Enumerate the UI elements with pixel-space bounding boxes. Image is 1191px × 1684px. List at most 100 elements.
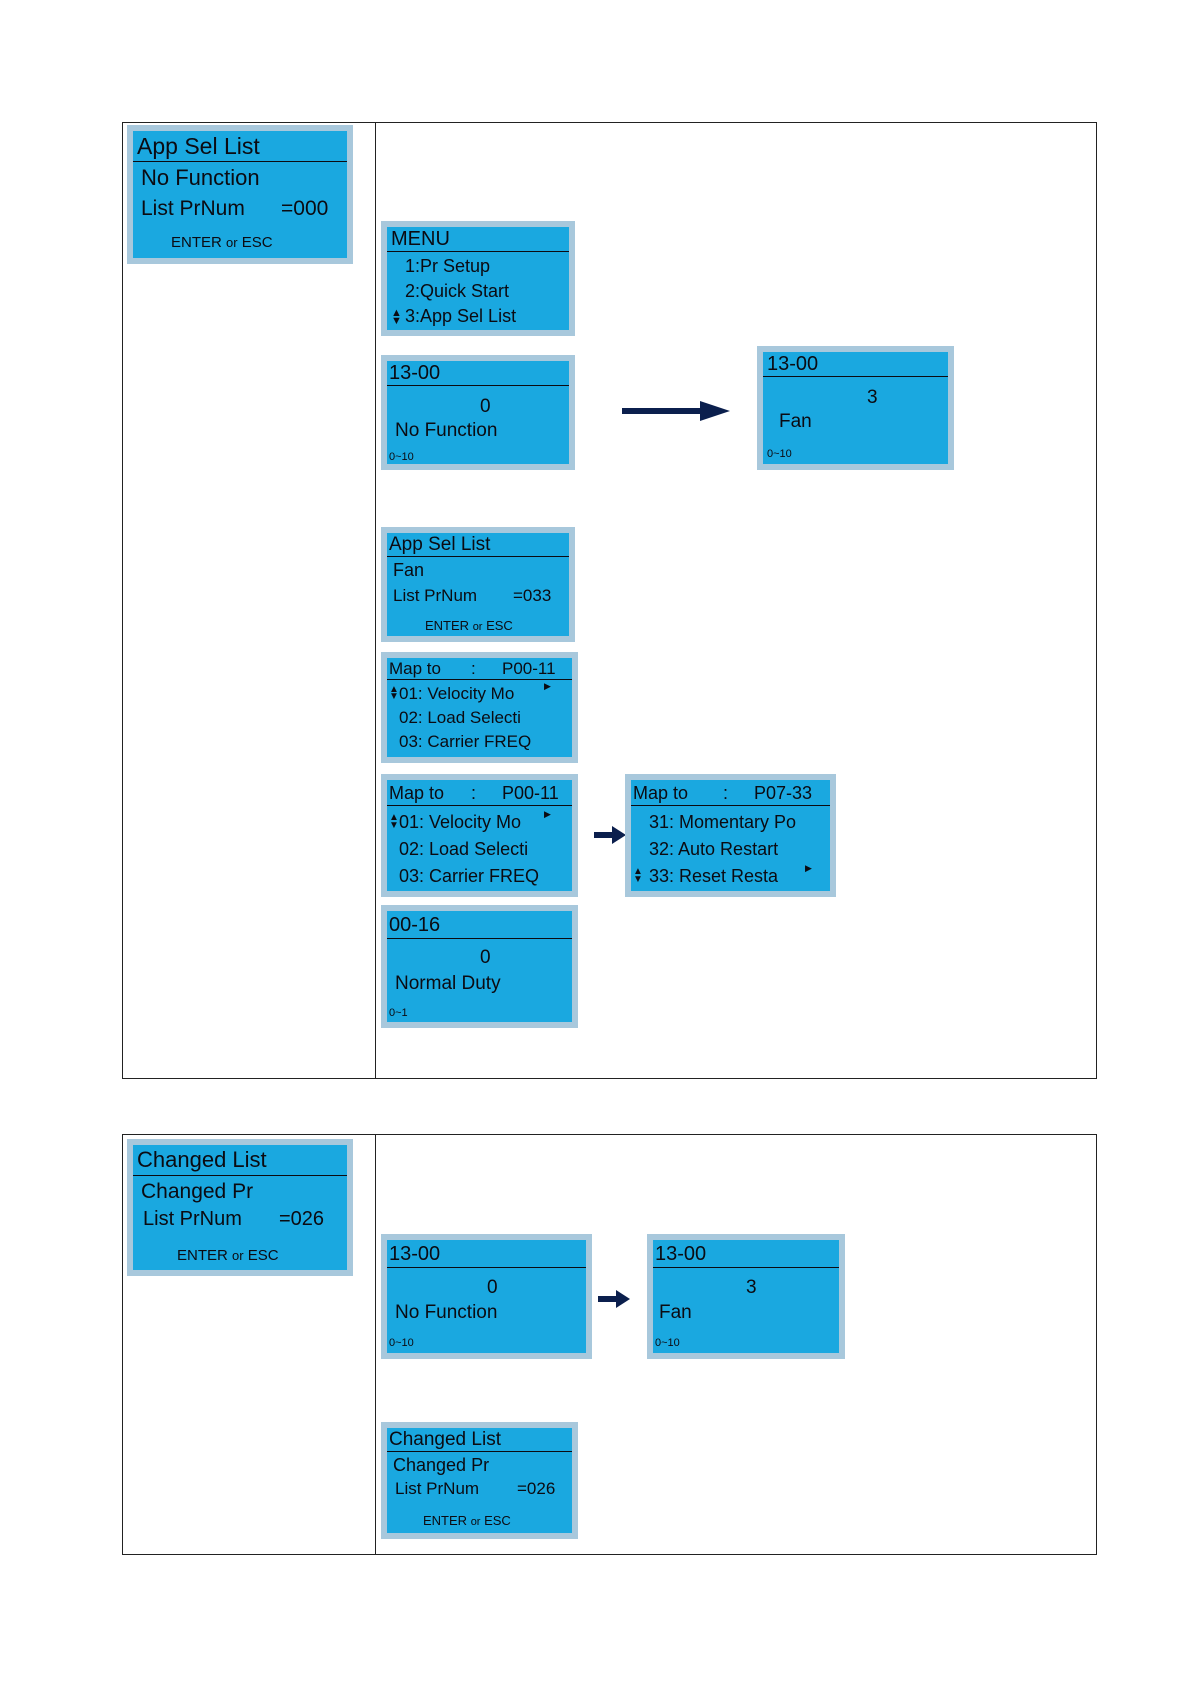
map-param: P07-33: [754, 783, 813, 803]
lcd-footer: ENTER or ESC: [423, 1514, 511, 1528]
lcd-param-00-16: 00-16 0 Normal Duty 0~1: [381, 905, 578, 1028]
param-code: 00-16: [389, 914, 441, 936]
lcd-line2-label: List PrNum: [141, 197, 245, 220]
enter-key-label: ENTER: [423, 1513, 468, 1528]
lcd-menu: MENU 1:Pr Setup 2:Quick Start ▲▼ 3:App S…: [381, 221, 575, 336]
right-triangle-icon: ▶: [544, 681, 551, 691]
lcd-param-13-00-before: 13-00 0 No Function 0~10: [381, 355, 575, 470]
lcd-line2-value: =026: [279, 1208, 325, 1230]
lcd-map-to-p00-11-a: Map to : P00-11 ▲▼ 01: Velocity Mo ▶ 02:…: [381, 652, 578, 763]
param-value: 3: [867, 387, 878, 408]
map-item-3: 03: Carrier FREQ: [399, 732, 532, 751]
column-divider: [375, 123, 376, 1078]
param-value: 0: [487, 1277, 498, 1298]
lcd-screen: 00-16 0 Normal Duty 0~1: [387, 911, 572, 1022]
lcd-line1: Fan: [393, 560, 425, 580]
lcd-screen: 13-00 0 No Function 0~10: [387, 1240, 586, 1353]
map-param: P00-11: [502, 659, 556, 678]
lcd-title: App Sel List: [137, 133, 260, 159]
menu-item-pr-setup: 1:Pr Setup: [405, 256, 491, 276]
lcd-screen: App Sel List Fan List PrNum =033 ENTER o…: [387, 533, 569, 636]
title-underline: [133, 1175, 347, 1176]
right-triangle-icon: ▶: [544, 809, 551, 819]
map-colon: :: [471, 783, 477, 803]
up-down-arrow-icon: ▲▼: [389, 684, 399, 702]
lcd-footer: ENTER or ESC: [177, 1248, 279, 1263]
param-value: 0: [480, 947, 491, 968]
param-text: No Function: [395, 1302, 498, 1323]
title-underline: [133, 161, 347, 162]
title-underline: [387, 385, 569, 386]
title-underline: [387, 556, 569, 557]
lcd-screen: Map to : P07-33 31: Momentary Po 32: Aut…: [631, 780, 830, 891]
title-underline: [387, 1451, 572, 1452]
map-item-3: 03: Carrier FREQ: [399, 866, 540, 886]
lcd-changed-list-start: Changed List Changed Pr List PrNum =026 …: [127, 1139, 353, 1276]
map-item-1: 01: Velocity Mo: [399, 812, 522, 832]
lcd-screen: 13-00 0 No Function 0~10: [387, 361, 569, 464]
lcd-line1: Changed Pr: [141, 1180, 254, 1203]
param-code: 13-00: [389, 362, 441, 384]
map-colon: :: [471, 659, 476, 678]
lcd-param-13-00-after: 13-00 3 Fan 0~10: [757, 346, 954, 470]
enter-key-label: ENTER: [425, 618, 470, 633]
title-underline: [387, 679, 572, 680]
up-down-arrow-icon: ▲▼: [389, 812, 399, 831]
title-underline: [653, 1267, 839, 1268]
map-item-2: 32: Auto Restart: [649, 839, 779, 859]
param-code: 13-00: [767, 353, 819, 375]
esc-key-label: ESC: [247, 1247, 279, 1264]
param-code: 13-00: [389, 1243, 441, 1265]
arrow-right-icon: [594, 826, 626, 844]
map-item-1: 31: Momentary Po: [649, 812, 797, 832]
lcd-footer: ENTER or ESC: [171, 235, 273, 250]
param-text: Normal Duty: [395, 973, 501, 994]
lcd-screen: 13-00 3 Fan 0~10: [763, 352, 948, 464]
lcd-line2-label: List PrNum: [393, 586, 478, 605]
map-item-1: 01: Velocity Mo: [399, 684, 515, 703]
title-underline: [387, 251, 569, 252]
column-divider: [375, 1135, 376, 1554]
or-label: or: [470, 1516, 481, 1528]
param-value: 0: [480, 396, 491, 417]
lcd-screen: Changed List Changed Pr List PrNum =026 …: [133, 1145, 347, 1270]
lcd-line2-label: List PrNum: [395, 1479, 480, 1498]
esc-key-label: ESC: [484, 1513, 511, 1528]
lcd-line2-label: List PrNum: [143, 1208, 242, 1230]
changed-list-table: [122, 1134, 1097, 1555]
lcd-app-sel-list-fan: App Sel List Fan List PrNum =033 ENTER o…: [381, 527, 575, 642]
lcd-map-to-p07-33: Map to : P07-33 31: Momentary Po 32: Aut…: [625, 774, 836, 897]
map-colon: :: [723, 783, 729, 803]
up-down-arrow-icon: ▲▼: [633, 866, 643, 885]
param-code: 13-00: [655, 1243, 707, 1265]
param-range: 0~10: [655, 1337, 680, 1349]
map-label: Map to: [633, 783, 689, 803]
menu-item-app-sel-list: 3:App Sel List: [405, 306, 517, 326]
arrow-right-icon: [622, 401, 730, 421]
esc-key-label: ESC: [241, 234, 273, 251]
lcd-title: Changed List: [137, 1147, 267, 1172]
up-down-arrow-icon: ▲▼: [391, 307, 402, 327]
lcd-line2-value: =026: [517, 1479, 556, 1498]
title-underline: [763, 376, 948, 377]
or-label: or: [226, 235, 238, 250]
or-label: or: [472, 621, 483, 633]
map-param: P00-11: [502, 783, 559, 803]
param-range: 0~1: [389, 1007, 408, 1019]
title-underline: [631, 805, 830, 806]
lcd-screen: Map to : P00-11 ▲▼ 01: Velocity Mo ▶ 02:…: [387, 658, 572, 757]
lcd-title: App Sel List: [389, 534, 491, 555]
lcd-footer: ENTER or ESC: [425, 619, 513, 633]
right-triangle-icon: ▶: [805, 863, 812, 873]
param-range: 0~10: [389, 1337, 414, 1349]
lcd-line1: No Function: [141, 165, 260, 190]
lcd-line2-value: =033: [513, 586, 552, 605]
lcd-title: Changed List: [389, 1429, 501, 1450]
param-text: Fan: [659, 1302, 692, 1323]
param-range: 0~10: [767, 448, 792, 460]
enter-key-label: ENTER: [177, 1247, 228, 1264]
menu-item-quick-start: 2:Quick Start: [405, 281, 510, 301]
lcd-changed-list-result: Changed List Changed Pr List PrNum =026 …: [381, 1422, 578, 1539]
map-label: Map to: [389, 659, 441, 678]
lcd-param-13-00-after: 13-00 3 Fan 0~10: [647, 1234, 845, 1359]
